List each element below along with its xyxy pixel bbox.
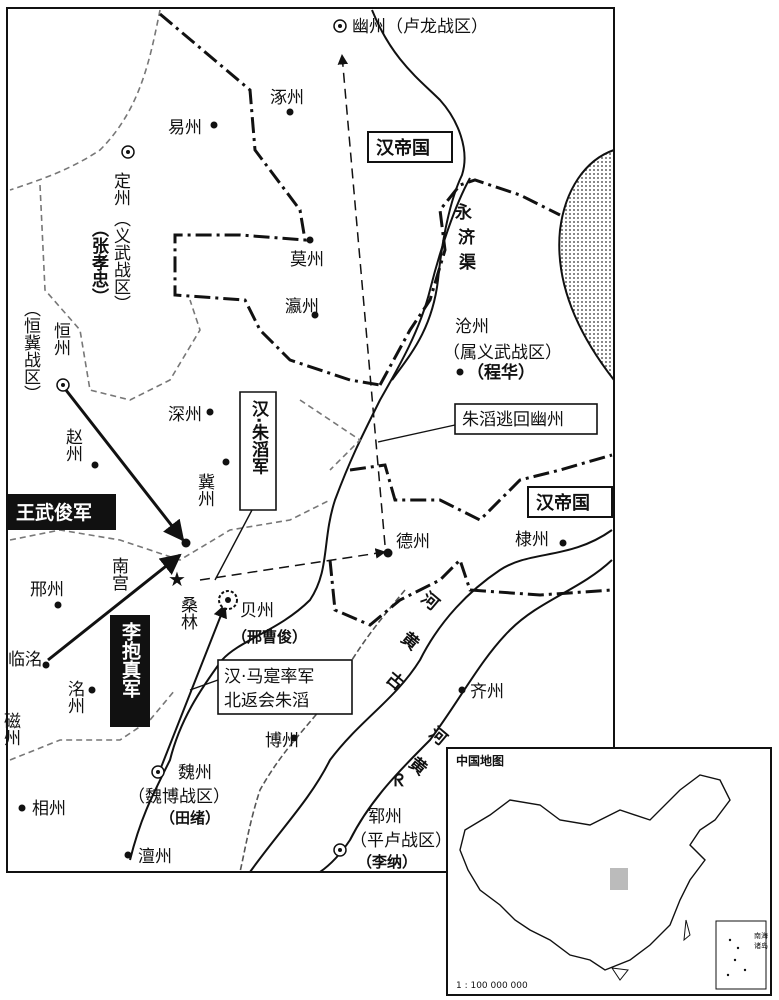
label-cangzhou: 沧州 <box>455 317 489 337</box>
label-mozhou: 莫州 <box>290 250 324 270</box>
han-border-south <box>328 557 613 627</box>
svg-text:北返会朱滔: 北返会朱滔 <box>224 691 309 711</box>
svg-text:李抱真军: 李抱真军 <box>119 622 142 699</box>
label-nangong: 南宫 <box>108 557 128 591</box>
han-border-north <box>378 178 561 386</box>
label-dizhou: 棣州 <box>515 530 549 550</box>
label-bozhou: 博州 <box>265 731 299 751</box>
label-linming: 临洺 <box>8 650 42 670</box>
south-sea-box <box>715 920 767 990</box>
svg-text:汉·朱滔军: 汉·朱滔军 <box>248 400 269 475</box>
label-weizhou-zone: （魏博战区） <box>128 787 230 807</box>
old-yellow-river <box>239 589 406 873</box>
river-yong: 永 <box>454 202 472 223</box>
svg-text:1 : 100 000 000: 1 : 100 000 000 <box>456 981 528 991</box>
label-dingzhou-zone: （义武战区） <box>110 210 131 312</box>
route-to-youzhou <box>337 53 386 546</box>
label-cizhou: 磁州 <box>0 712 21 746</box>
city-markers: ★ <box>18 19 567 859</box>
label-dezhou: 德州 <box>396 532 430 552</box>
label-weizhou: 魏州 <box>178 763 212 783</box>
label-beizhou: 贝州 <box>240 601 274 621</box>
box-zhu-tao: 汉·朱滔军 <box>214 391 277 581</box>
yellow-river-north-bank <box>249 529 613 873</box>
svg-text:汉·马寔率军: 汉·马寔率军 <box>224 667 314 687</box>
svg-text:南海: 南海 <box>754 931 768 940</box>
box-han-empire-north: 汉帝国 <box>367 131 453 163</box>
label-beizhou-leader: （邢曹俊） <box>232 628 307 646</box>
label-chanzhou: 澶州 <box>138 847 172 867</box>
label-xiangzhou: 相州 <box>32 799 66 819</box>
river-ji: 济 <box>458 227 476 248</box>
coastline <box>371 9 466 381</box>
yellow-river-glyph: ᖇ <box>394 771 404 791</box>
arrow-wang-wujun <box>60 384 185 542</box>
label-yunzhou-leader: （李纳） <box>357 853 417 871</box>
svg-text:★: ★ <box>168 567 186 591</box>
china-outline <box>459 774 731 971</box>
box-wang-wujun: 王武俊军 <box>8 494 116 530</box>
svg-text:诸岛: 诸岛 <box>754 941 768 950</box>
label-zhaozhou: 赵州 <box>62 428 83 462</box>
box-li-baozhen: 李抱真军 <box>110 615 150 727</box>
sea <box>558 148 615 383</box>
label-luozhou: 洺州 <box>64 680 85 714</box>
han-border-east <box>349 453 613 522</box>
china-inset-map: 中国地图 南海 诸岛 1 : 100 000 000 <box>446 747 772 996</box>
label-jizhou: 冀州 <box>194 473 215 507</box>
border-dashed-4 <box>9 689 176 761</box>
hainan-island <box>610 967 629 981</box>
label-dingzhou-leader: （张孝忠） <box>88 220 109 305</box>
svg-text:中国地图: 中国地图 <box>456 753 504 768</box>
label-yingzhou: 瀛州 <box>285 296 319 317</box>
label-sanglin: 桑林 <box>177 596 198 630</box>
label-yunzhou: 郓州 <box>368 807 402 827</box>
box-han-empire-south: 汉帝国 <box>527 486 613 518</box>
arrow-ma-sui <box>159 603 227 771</box>
box-ma-sui: 汉·马寔率军 北返会朱滔 <box>189 659 353 715</box>
label-xingzhou: 邢州 <box>30 580 64 600</box>
map-frame <box>6 7 615 873</box>
svg-text:汉帝国: 汉帝国 <box>376 137 430 159</box>
label-cangzhou-zone: （属义武战区） <box>443 343 562 363</box>
river-qu: 渠 <box>458 252 477 273</box>
label-qizhou: 齐州 <box>470 682 504 702</box>
border-dashed-5 <box>299 399 362 471</box>
label-dingzhou: 定州 <box>110 172 131 206</box>
label-weizhou-leader: （田绪） <box>160 809 220 827</box>
svg-text:王武俊军: 王武俊军 <box>16 501 92 524</box>
box-zhu-tao-flee: 朱滔逃回幽州 <box>377 403 598 443</box>
label-hengzhou-zone: （恒冀战区） <box>20 300 41 402</box>
svg-text:朱滔逃回幽州: 朱滔逃回幽州 <box>462 410 564 430</box>
label-shenzhou: 深州 <box>168 405 202 425</box>
label-yizhou: 易州 <box>168 118 202 138</box>
label-cangzhou-leader: （程华） <box>467 362 535 383</box>
label-youzhou: 幽州（卢龙战区） <box>352 17 488 37</box>
border-dashed-1 <box>9 9 161 191</box>
label-hengzhou: 恒州 <box>50 322 71 356</box>
label-zhuozhou: 涿州 <box>270 88 304 108</box>
highlight-region <box>610 868 628 890</box>
label-yunzhou-zone: （平卢战区） <box>350 831 452 851</box>
border-dashed-2 <box>39 184 201 401</box>
svg-text:汉帝国: 汉帝国 <box>536 492 590 514</box>
yellow-river-south-bank <box>319 559 613 873</box>
arrow-li-baozhen <box>47 553 182 662</box>
han-border-west <box>159 12 381 387</box>
taiwan-island <box>683 919 691 942</box>
